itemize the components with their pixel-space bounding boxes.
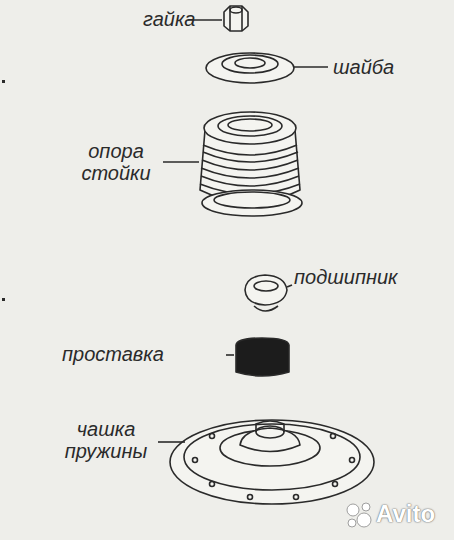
part-label: подшипник [294, 266, 398, 288]
part-label: шайба [333, 56, 394, 78]
part-label: опора стойки [68, 140, 164, 184]
part-label: проставка [62, 343, 164, 365]
watermark: Avito [376, 503, 435, 525]
part-label: чашка пружины [54, 418, 158, 462]
part-label: гайка [143, 8, 195, 30]
